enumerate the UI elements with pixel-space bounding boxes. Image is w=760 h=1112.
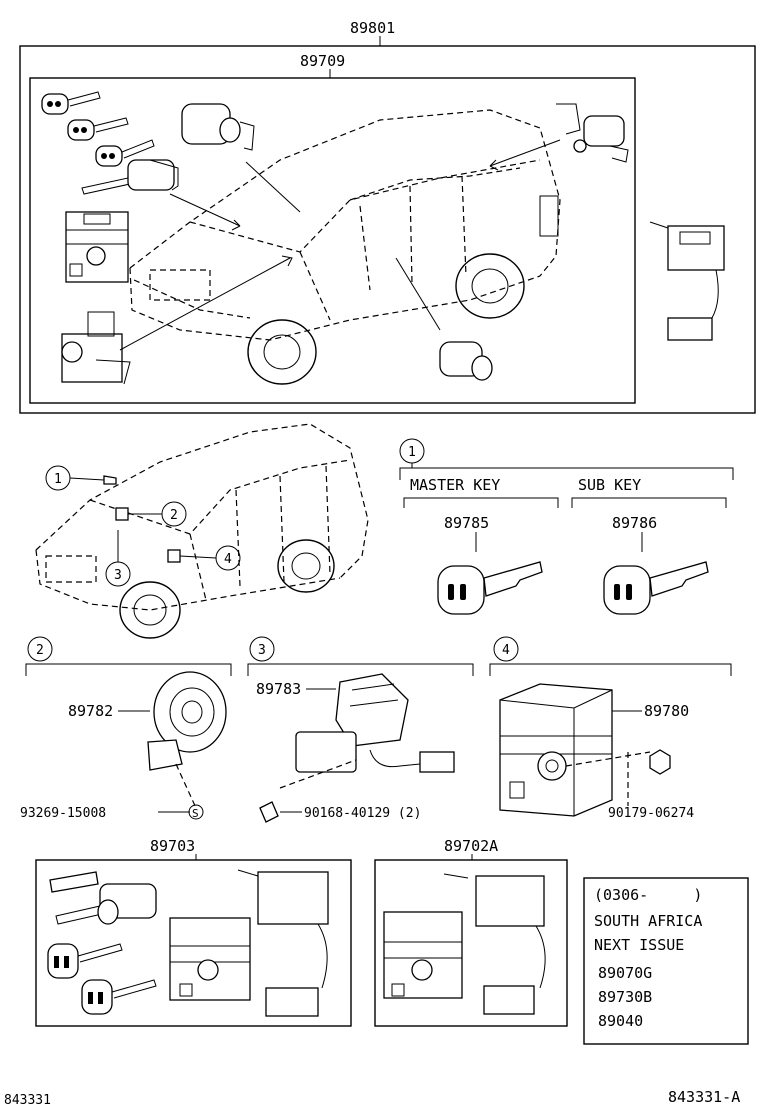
- svg-text:3: 3: [114, 568, 122, 583]
- svg-text:1: 1: [54, 472, 62, 487]
- lock-cylinder-icon: [439, 341, 493, 381]
- info-part-3: 89040: [598, 1012, 643, 1030]
- key-icon: [603, 561, 709, 615]
- key-section: 1 MASTER KEY SUB KEY 89785 89786: [399, 438, 734, 552]
- assembly-number: 89801: [350, 19, 395, 37]
- horn-icon: [147, 671, 227, 771]
- horn-part-number: 89782: [68, 702, 113, 720]
- lock-cylinder-icon: [181, 103, 255, 151]
- horn-bolt-part-number: 93269-15008: [20, 806, 106, 821]
- callout-2-marker: 2: [115, 501, 187, 527]
- inner-assembly-number: 89709: [300, 52, 345, 70]
- svg-text:4: 4: [224, 552, 232, 567]
- kit-a-contents: [47, 869, 329, 1017]
- sensor-icon: [237, 869, 329, 1017]
- key-icon: [47, 943, 123, 979]
- assembly-frame: [19, 45, 756, 414]
- info-box: [583, 877, 749, 1045]
- callout-4-marker: 4: [167, 545, 241, 571]
- section-4-callout: 4: [502, 643, 510, 658]
- kit-b-part-number: 89702A: [444, 837, 498, 855]
- kit-a-frame: [35, 859, 352, 1027]
- sensor-icon: [649, 221, 725, 341]
- nut-part-number: 90179-06274: [608, 806, 694, 821]
- ecu-icon: [65, 211, 129, 283]
- footer-right-code: 843331-A: [668, 1088, 740, 1106]
- vehicle-icon: [35, 423, 369, 639]
- info-date-range: (0306- ): [594, 886, 702, 904]
- sub-key-label: SUB KEY: [578, 476, 641, 494]
- ecu-icon: [383, 911, 463, 999]
- callout-3-marker: 3: [105, 530, 131, 587]
- callout-1-marker: 1: [45, 465, 117, 491]
- bolt-icon: [259, 801, 279, 823]
- vehicle-icon: [129, 109, 561, 385]
- footer-left-code: 843331: [4, 1093, 51, 1108]
- ecu-icon: [169, 917, 251, 1001]
- info-region: SOUTH AFRICA: [594, 912, 702, 930]
- section-2-callout: 2: [36, 643, 44, 658]
- kit-a-part-number: 89703: [150, 837, 195, 855]
- svg-text:S: S: [192, 807, 199, 820]
- lock-cylinder-icon: [81, 159, 179, 195]
- info-part-2: 89730B: [598, 988, 652, 1006]
- nut-icon: [649, 749, 671, 775]
- master-key-label: MASTER KEY: [410, 476, 500, 494]
- section-3-callout: 3: [258, 643, 266, 658]
- ecu-part-number: 89780: [644, 702, 689, 720]
- bolt-icon: S: [188, 804, 204, 820]
- key-icon: [41, 91, 101, 115]
- sensor-icon: [443, 873, 546, 1015]
- kit-b-contents: [383, 873, 546, 1015]
- kit-b-frame: [374, 859, 568, 1027]
- svg-text:2: 2: [170, 508, 178, 523]
- lock-cylinder-icon: [556, 103, 629, 163]
- sensor-part-number: 89783: [256, 680, 301, 698]
- screw-part-number: 90168-40129 (2): [304, 806, 421, 821]
- key-icon: [437, 561, 543, 615]
- ecu-icon: [499, 683, 613, 817]
- sensor-icon: [295, 673, 455, 773]
- lock-cylinder-icon: [61, 311, 131, 385]
- key-icon: [67, 117, 129, 141]
- svg-text:1: 1: [408, 445, 416, 460]
- key-icon: [81, 979, 157, 1015]
- info-part-1: 89070G: [598, 964, 652, 982]
- key-icon: [95, 139, 155, 167]
- info-next-issue: NEXT ISSUE: [594, 936, 684, 954]
- master-key-part-number: 89785: [444, 514, 489, 532]
- inner-assembly-frame: [29, 77, 636, 404]
- sub-key-part-number: 89786: [612, 514, 657, 532]
